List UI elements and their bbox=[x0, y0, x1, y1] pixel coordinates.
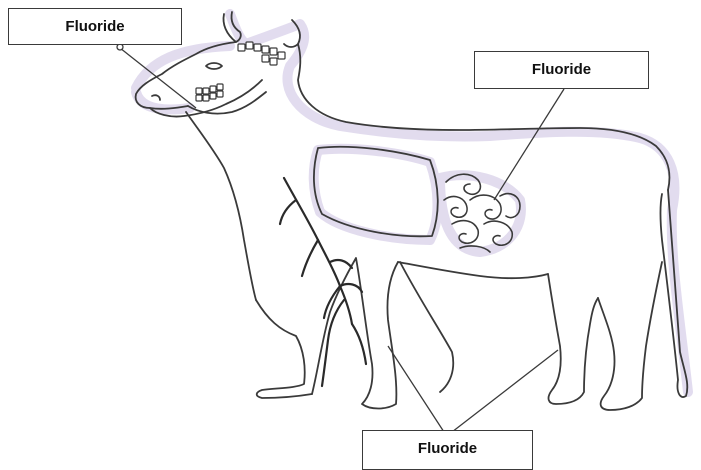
belly-line bbox=[398, 262, 548, 278]
nostril bbox=[152, 95, 160, 100]
eye bbox=[206, 63, 222, 69]
fluoride-label-head: Fluoride bbox=[8, 8, 182, 45]
leader-line-gut bbox=[494, 89, 564, 200]
hind-leg-back bbox=[598, 262, 662, 410]
thigh-line bbox=[400, 262, 453, 392]
front-leg-right bbox=[312, 258, 398, 409]
hind-leg-front bbox=[548, 274, 598, 404]
teeth bbox=[196, 84, 223, 101]
throat-line bbox=[186, 112, 256, 300]
front-leg-left bbox=[256, 300, 312, 398]
fluoride-label-gut: Fluoride bbox=[474, 51, 649, 89]
forehead-teeth bbox=[238, 42, 285, 65]
leader-line-legs-right bbox=[452, 350, 558, 432]
leader-lines bbox=[117, 44, 564, 432]
fluoride-label-legs: Fluoride bbox=[362, 430, 533, 470]
